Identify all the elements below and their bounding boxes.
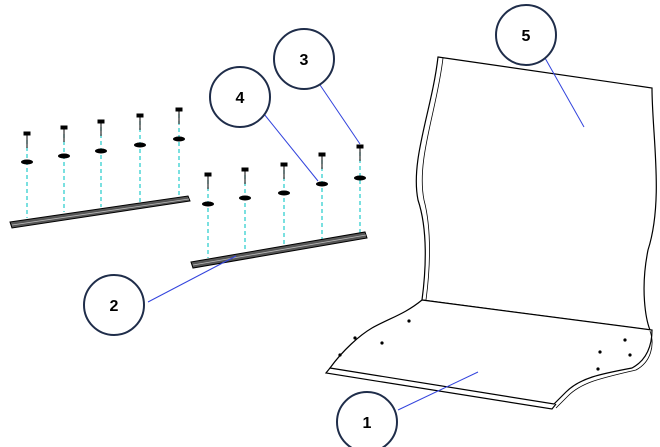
screw	[241, 167, 249, 184]
screw	[318, 152, 326, 169]
leader-line-2	[147, 255, 237, 303]
washer	[21, 159, 33, 165]
callout-label-3: 3	[300, 52, 309, 69]
screw	[280, 162, 288, 179]
left-screws	[23, 107, 183, 148]
callout-bubble-5: 5	[495, 4, 557, 66]
mounting-rail-left	[9, 195, 191, 229]
left-washers	[21, 136, 185, 165]
callout-bubble-1: 1	[336, 391, 398, 447]
right-screws	[204, 144, 364, 189]
screw	[204, 172, 212, 189]
screw	[356, 144, 364, 161]
leader-line-3	[317, 81, 361, 145]
leader-line-5	[544, 57, 585, 128]
right-washers	[202, 175, 366, 207]
left-rail-assembly	[9, 107, 191, 229]
right-fastener-axes	[207, 152, 361, 258]
mounting-rail	[190, 231, 368, 269]
washer	[134, 142, 146, 148]
callout-label-2: 2	[110, 298, 119, 315]
washer	[58, 153, 70, 159]
washer	[278, 190, 290, 196]
washer	[239, 195, 251, 201]
screw	[60, 125, 68, 142]
screw	[23, 131, 31, 148]
leader-line-4	[263, 113, 319, 182]
callout-bubble-4: 4	[209, 66, 271, 128]
left-fastener-axes	[26, 114, 180, 218]
callout-label-4: 4	[236, 90, 245, 107]
right-rail-assembly	[190, 144, 368, 269]
callout-bubble-2: 2	[83, 274, 145, 336]
leader-lines	[147, 57, 585, 411]
screw	[136, 113, 144, 130]
screw	[175, 107, 183, 124]
leader-line-1	[397, 371, 479, 411]
seat-panel	[324, 299, 653, 410]
washer	[202, 201, 214, 207]
backrest-panel	[415, 56, 657, 331]
washer	[173, 136, 185, 142]
washer	[95, 148, 107, 154]
callout-label-1: 1	[363, 415, 372, 432]
callout-label-5: 5	[522, 28, 531, 45]
seat-holes	[338, 319, 632, 371]
callout-bubble-3: 3	[273, 28, 335, 90]
screw	[97, 119, 105, 136]
washer	[316, 181, 328, 187]
washer	[354, 175, 366, 181]
